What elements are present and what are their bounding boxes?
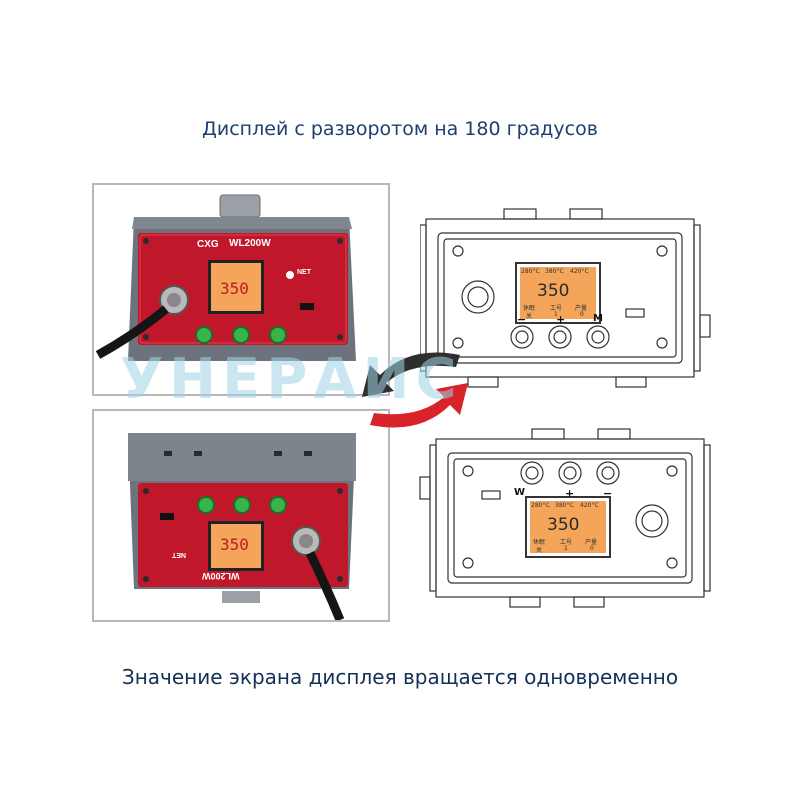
upright-diagram-bottom-value-3: 0 xyxy=(580,311,584,318)
rotated-diagram-preset-3: 420°C xyxy=(580,502,599,509)
diagram-upright-drawing xyxy=(419,208,711,388)
device-rotated-image xyxy=(94,411,388,620)
rotated-button-plus-label: + xyxy=(565,487,575,500)
watermark-text: УНЕРАИС xyxy=(120,347,463,412)
upright-diagram-preset-2: 380°C xyxy=(545,268,564,275)
device-upright-image xyxy=(94,185,388,394)
rotated-diagram-bottom-value-3: 0 xyxy=(590,545,594,552)
rotated-diagram-preset-2: 380°C xyxy=(555,502,574,509)
rotated-diagram-bottom-value-1: 关 xyxy=(536,547,543,554)
diagram-rotated-drawing xyxy=(419,428,711,608)
device-photo-rotated: 350 NET WL200W xyxy=(92,409,390,622)
bottom-caption: Значение экрана дисплея вращается одновр… xyxy=(121,665,679,689)
upright-diagram-bottom-label-1: 休眠 xyxy=(523,305,536,312)
upright-button-m-label: M xyxy=(593,313,603,324)
rotated-model: WL200W xyxy=(202,571,240,581)
rotated-lcd-value: 350 xyxy=(220,535,249,554)
rotate-arrow-red xyxy=(370,383,468,428)
diagram-rotated: 280°C 380°C 420°C 350 休眠 工号 产量 关 1 0 W +… xyxy=(414,425,714,620)
rotated-diagram-bottom-value-2: 1 xyxy=(564,545,568,552)
rotated-diagram-bottom-label-3: 产量 xyxy=(585,539,598,546)
rotated-net-label: NET xyxy=(172,551,186,558)
upright-diagram-preset-3: 420°C xyxy=(570,268,589,275)
rotation-arrows xyxy=(362,352,468,428)
upright-logo: CXG xyxy=(197,239,219,250)
upright-diagram-lcd-value: 350 xyxy=(537,281,570,301)
upright-model: WL200W xyxy=(229,238,271,249)
upright-diagram-preset-1: 280°C xyxy=(521,268,540,275)
upright-diagram-bottom-value-1: 关 xyxy=(526,313,533,320)
upright-lcd-value: 350 xyxy=(220,279,249,298)
rotated-diagram-lcd-value: 350 xyxy=(547,515,580,535)
diagram-upright: 280°C 380°C 420°C 350 休眠 工号 产量 关 1 0 − +… xyxy=(419,205,720,400)
device-photo-upright: CXG WL200W 350 NET xyxy=(92,183,390,396)
rotated-button-minus-label: − xyxy=(603,487,613,500)
top-caption: Дисплей с разворотом на 180 градусов xyxy=(202,118,598,140)
rotated-diagram-bottom-label-1: 休眠 xyxy=(533,539,546,546)
upright-button-minus-label: − xyxy=(517,313,527,326)
rotated-diagram-bottom-label-2: 工号 xyxy=(560,539,573,546)
upright-diagram-bottom-value-2: 1 xyxy=(554,311,558,318)
upright-diagram-bottom-label-3: 产量 xyxy=(575,305,588,312)
upright-diagram-bottom-label-2: 工号 xyxy=(550,305,563,312)
upright-button-plus-label: + xyxy=(556,313,566,326)
upright-net-label: NET xyxy=(297,269,311,276)
rotate-arrow-dark xyxy=(362,352,460,397)
rotated-diagram-preset-1: 280°C xyxy=(531,502,550,509)
rotated-button-w-label: W xyxy=(514,487,526,498)
